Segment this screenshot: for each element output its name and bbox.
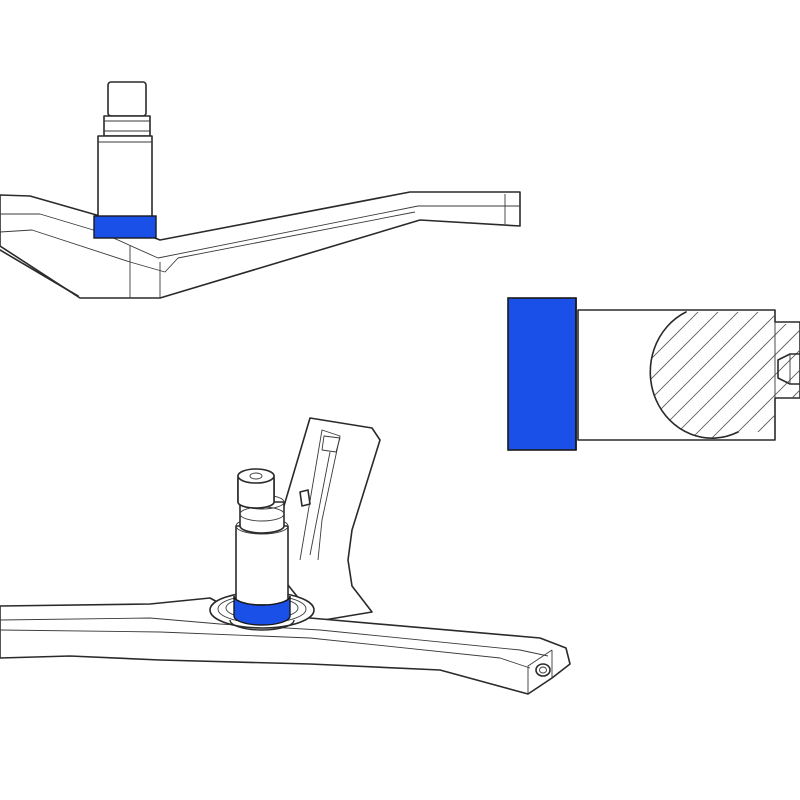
detail-bore — [777, 353, 800, 385]
detail-section-arc — [649, 311, 739, 439]
iso-upper-arm-inner — [299, 429, 341, 561]
iso-end-hole — [535, 663, 551, 677]
side-bushing-highlight — [93, 215, 157, 239]
side-shaft-collar — [103, 115, 151, 137]
isometric-view — [0, 417, 571, 695]
side-shaft-body — [97, 135, 153, 219]
detail-shaft-outline — [577, 309, 800, 441]
side-arm-under — [0, 249, 79, 297]
side-arm-contour-lower — [0, 211, 416, 273]
side-view — [0, 81, 521, 299]
iso-shaft-top — [237, 468, 275, 484]
detail-view — [507, 297, 800, 451]
detail-bushing-highlight — [507, 297, 577, 451]
iso-shaft-collar — [239, 501, 285, 534]
iso-shaft-body — [235, 525, 289, 609]
side-arm-contour-upper — [0, 205, 520, 259]
iso-clip — [299, 489, 311, 507]
iso-main-arm-contour-b — [0, 629, 531, 669]
side-arm-contour-hub — [129, 246, 161, 298]
side-shaft-tip — [107, 81, 147, 117]
